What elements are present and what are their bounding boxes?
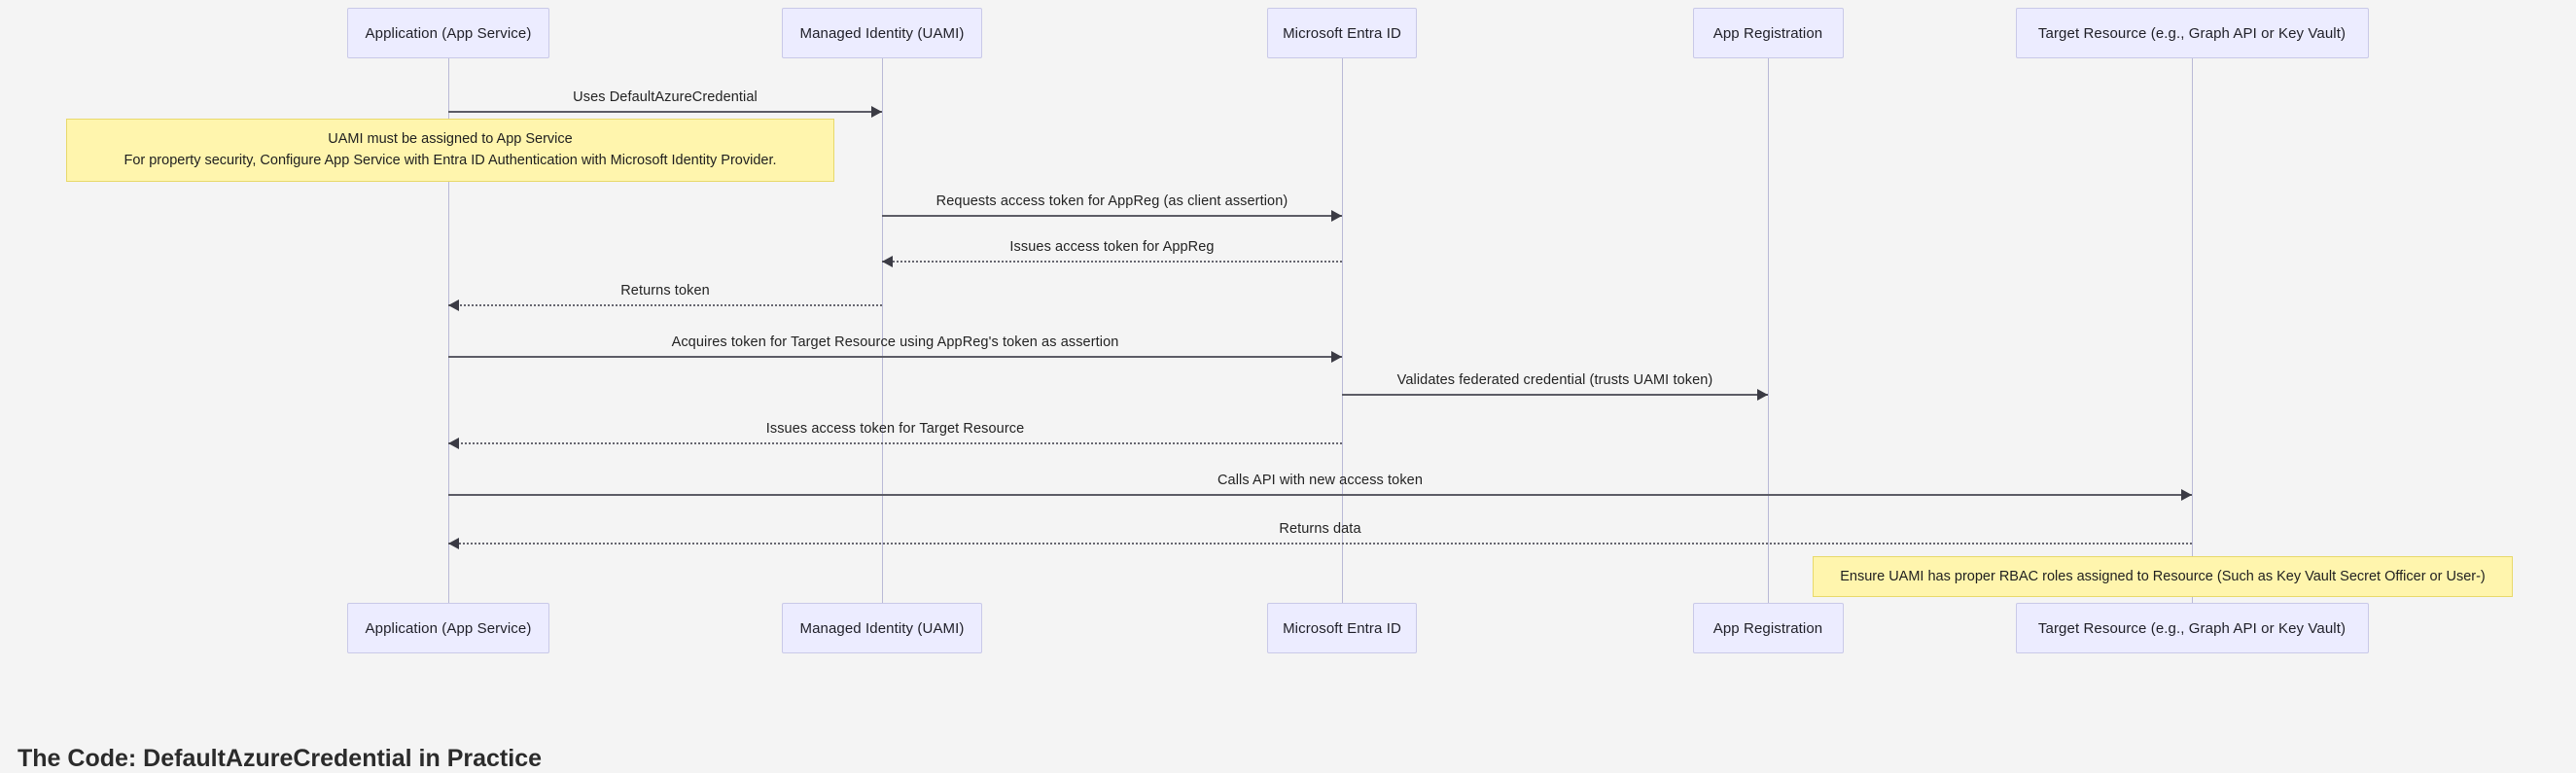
message-label-4: Acquires token for Target Resource using… [671,334,1119,350]
message-line-8 [448,543,2192,545]
participant-label-uami: Managed Identity (UAMI) [799,24,965,42]
message-arrowhead-7 [2181,489,2192,501]
message-arrowhead-4 [1331,351,1342,363]
note-uami-assignment-line-1: For property security, Configure App Ser… [124,153,777,169]
message-label-5: Validates federated credential (trusts U… [1396,372,1713,388]
message-label-6: Issues access token for Target Resource [765,421,1025,437]
message-arrowhead-2 [882,256,893,267]
note-rbac-roles-line-0: Ensure UAMI has proper RBAC roles assign… [1840,569,2486,584]
message-arrowhead-1 [1331,210,1342,222]
participant-label-entra: Microsoft Entra ID [1283,24,1401,42]
participant-target[interactable]: Target Resource (e.g., Graph API or Key … [2015,8,2369,58]
participant-footer-entra[interactable]: Microsoft Entra ID [1267,603,1417,653]
note-uami-assignment-line-0: UAMI must be assigned to App Service [328,131,573,147]
participant-appreg[interactable]: App Registration [1692,8,1844,58]
message-line-3 [448,304,882,306]
message-label-1: Requests access token for AppReg (as cli… [935,193,1288,209]
message-label-3: Returns token [620,283,710,299]
message-line-6 [448,442,1342,444]
participant-footer-target[interactable]: Target Resource (e.g., Graph API or Key … [2015,603,2369,653]
message-label-0: Uses DefaultAzureCredential [573,89,758,105]
message-arrowhead-6 [448,438,459,449]
note-rbac-roles: Ensure UAMI has proper RBAC roles assign… [1813,556,2513,598]
message-arrowhead-3 [448,299,459,311]
message-line-0 [448,111,882,113]
lifeline-uami [882,58,883,603]
participant-label-target: Target Resource (e.g., Graph API or Key … [2037,24,2347,42]
message-arrowhead-8 [448,538,459,549]
lifeline-app [448,58,449,603]
message-arrowhead-0 [871,106,882,118]
participant-footer-label-target: Target Resource (e.g., Graph API or Key … [2037,619,2347,637]
participant-footer-label-entra: Microsoft Entra ID [1283,619,1401,637]
participant-footer-app[interactable]: Application (App Service) [347,603,549,653]
participant-footer-label-uami: Managed Identity (UAMI) [799,619,965,637]
participant-footer-label-appreg: App Registration [1712,619,1823,637]
participant-app[interactable]: Application (App Service) [347,8,549,58]
message-label-7: Calls API with new access token [1217,473,1424,488]
message-arrowhead-5 [1757,389,1768,401]
message-line-7 [448,494,2192,496]
participant-footer-uami[interactable]: Managed Identity (UAMI) [782,603,982,653]
message-line-2 [882,261,1342,263]
message-line-4 [448,356,1342,358]
lifeline-appreg [1768,58,1769,603]
message-label-8: Returns data [1279,521,1361,537]
participant-footer-appreg[interactable]: App Registration [1692,603,1844,653]
participant-entra[interactable]: Microsoft Entra ID [1267,8,1417,58]
participant-label-app: Application (App Service) [365,24,532,42]
message-label-2: Issues access token for AppReg [1009,239,1215,255]
participant-footer-label-app: Application (App Service) [365,619,532,637]
message-line-1 [882,215,1342,217]
lifeline-target [2192,58,2193,603]
lifeline-entra [1342,58,1343,603]
participant-label-appreg: App Registration [1712,24,1823,42]
message-line-5 [1342,394,1768,396]
participant-uami[interactable]: Managed Identity (UAMI) [782,8,982,58]
